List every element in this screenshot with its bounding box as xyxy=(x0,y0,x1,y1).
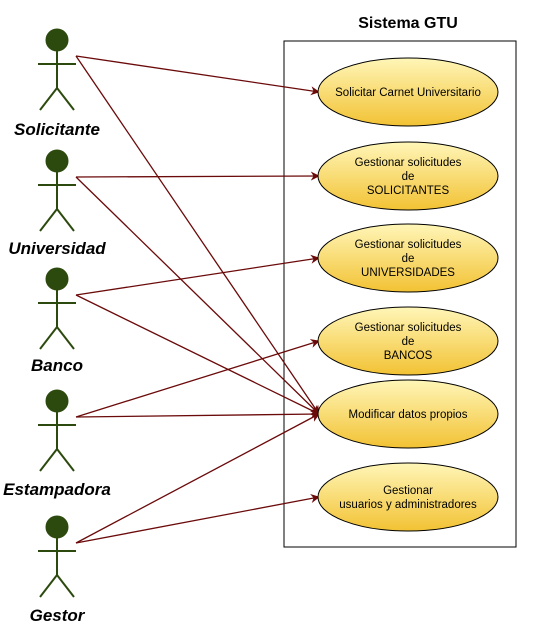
association-banco-modificar xyxy=(75,294,320,415)
association-banco-sol_universidades xyxy=(75,254,320,296)
actor-right-leg xyxy=(56,208,75,232)
use-case-label: de xyxy=(402,253,415,265)
actor-left-leg xyxy=(39,448,58,472)
actor-right-leg xyxy=(56,574,75,598)
use-case-modificar: Modificar datos propios xyxy=(317,379,499,449)
use-case-label: Modificar datos propios xyxy=(349,409,468,421)
use-cases: Solicitar Carnet UniversitarioGestionar … xyxy=(317,57,499,532)
association-universidad-sol_solicitantes xyxy=(75,171,320,181)
actor-label: Gestor xyxy=(30,606,86,625)
association-gestor-usuarios xyxy=(75,494,320,544)
use-case-ellipse xyxy=(317,306,499,376)
use-case-label: Gestionar solicitudes xyxy=(355,322,462,334)
use-case-label: de xyxy=(402,171,415,183)
association-estampadora-modificar xyxy=(75,409,320,419)
use-case-ellipse xyxy=(317,462,499,532)
actor-right-leg xyxy=(56,87,75,111)
use-case-label: usuarios y administradores xyxy=(339,499,477,511)
associations xyxy=(75,55,320,544)
association-gestor-modificar xyxy=(75,413,320,544)
association-estampadora-sol_bancos xyxy=(75,339,320,418)
use-case-label: Solicitar Carnet Universitario xyxy=(335,87,481,99)
actor-left-leg xyxy=(39,87,58,111)
use-case-label: de xyxy=(402,336,415,348)
actor-head xyxy=(45,149,69,173)
actor-head xyxy=(45,389,69,413)
association-solicitante-modificar xyxy=(75,55,320,415)
actor-solicitante: Solicitante xyxy=(14,28,100,139)
use-case-label: UNIVERSIDADES xyxy=(361,267,455,279)
system-title: Sistema GTU xyxy=(358,15,458,32)
use-case-label: Gestionar solicitudes xyxy=(355,157,462,169)
actor-right-leg xyxy=(56,326,75,350)
use-case-label: SOLICITANTES xyxy=(367,185,450,197)
association-universidad-modificar xyxy=(75,176,320,415)
actor-universidad: Universidad xyxy=(8,149,106,258)
actor-label: Universidad xyxy=(8,239,106,258)
actor-estampadora: Estampadora xyxy=(3,389,111,499)
use-case-label: Gestionar xyxy=(383,485,433,497)
actor-head xyxy=(45,515,69,539)
actor-label: Estampadora xyxy=(3,480,111,499)
use-case-usuarios: Gestionar usuarios y administradores xyxy=(317,462,499,532)
actor-left-leg xyxy=(39,208,58,232)
actor-head xyxy=(45,267,69,291)
use-case-carnet: Solicitar Carnet Universitario xyxy=(317,57,499,127)
actor-left-leg xyxy=(39,574,58,598)
use-case-ellipse xyxy=(317,379,499,449)
actor-label: Banco xyxy=(31,356,83,375)
actor-label: Solicitante xyxy=(14,120,100,139)
actor-banco: Banco xyxy=(31,267,83,375)
actor-head xyxy=(45,28,69,52)
use-case-ellipse xyxy=(317,223,499,293)
use-case-label: BANCOS xyxy=(384,350,433,362)
association-solicitante-carnet xyxy=(75,55,320,96)
actor-left-leg xyxy=(39,326,58,350)
actor-right-leg xyxy=(56,448,75,472)
use-case-ellipse xyxy=(317,57,499,127)
use-case-label: Gestionar solicitudes xyxy=(355,239,462,251)
actors: SolicitanteUniversidadBancoEstampadoraGe… xyxy=(3,28,111,625)
use-case-ellipse xyxy=(317,141,499,211)
actor-gestor: Gestor xyxy=(30,515,86,625)
